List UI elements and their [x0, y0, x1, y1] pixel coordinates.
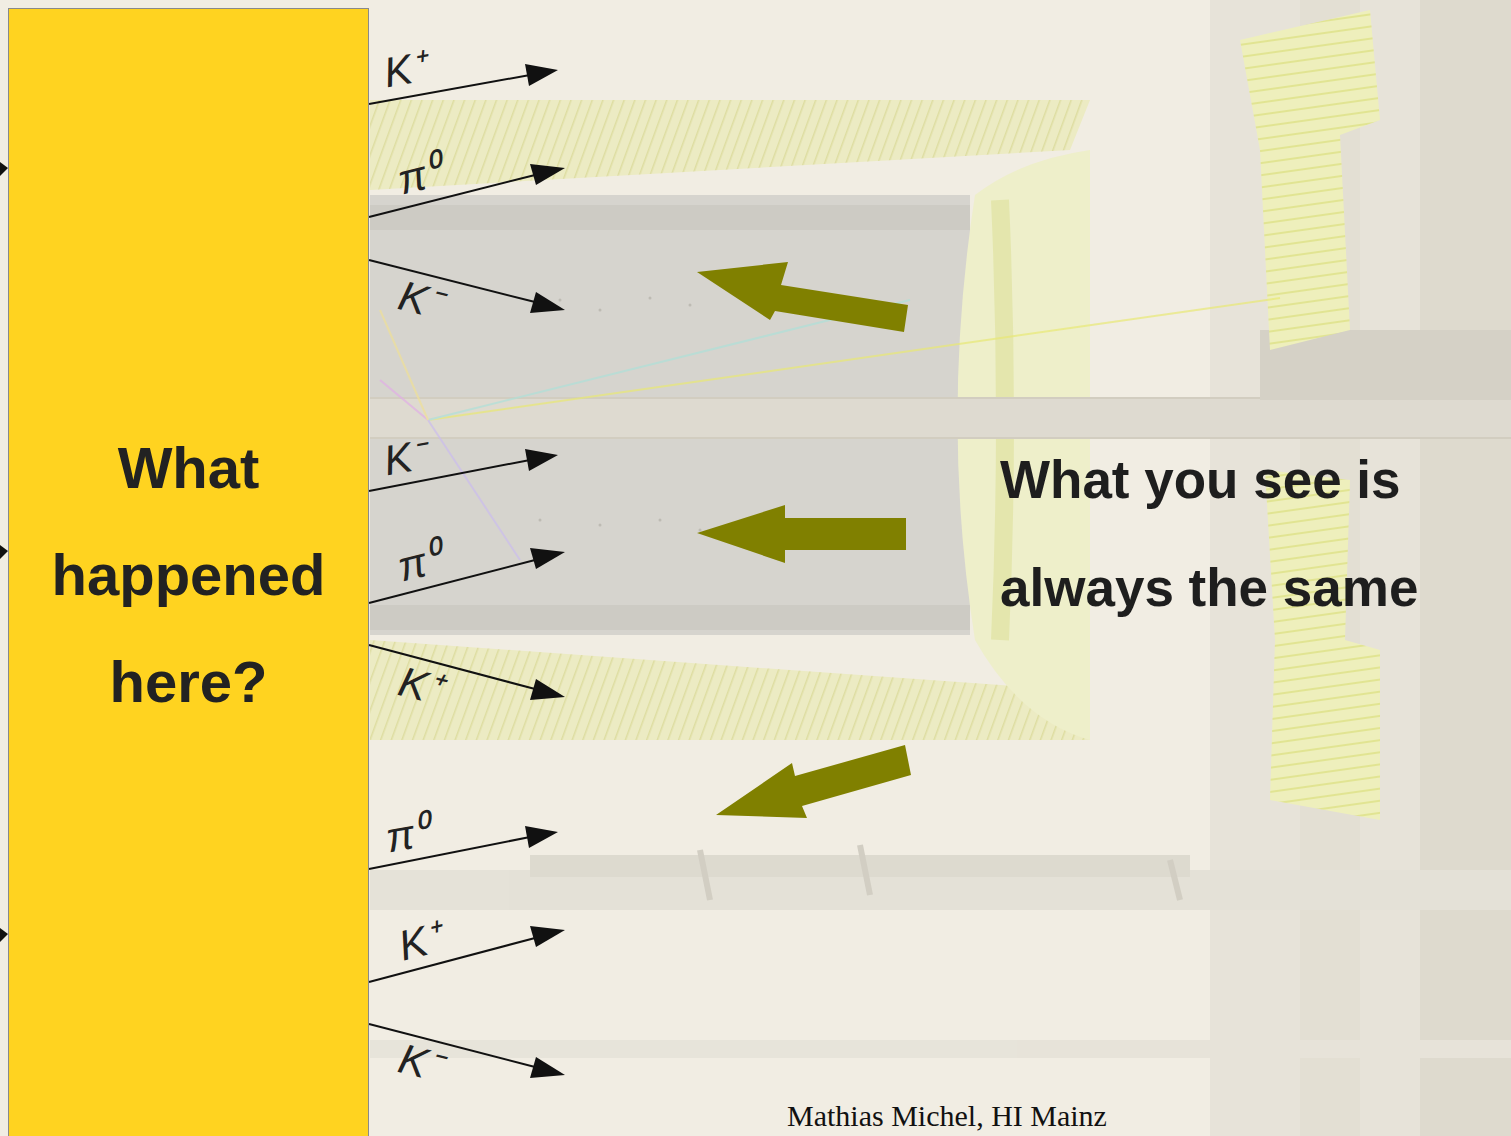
particle-label: π⁰	[383, 811, 433, 860]
question-box: What happened here?	[8, 8, 369, 1136]
particle-label: K⁻	[395, 275, 446, 326]
particle-label: π⁰	[394, 537, 446, 588]
particle-label: K⁺	[395, 661, 446, 712]
statement-text: What you see is always the same	[1000, 426, 1505, 642]
author-credit: Mathias Michel, HI Mainz	[787, 1098, 1107, 1134]
particle-label: K⁺	[381, 46, 430, 95]
particle-label: K⁻	[395, 1038, 446, 1089]
box-text: What happened here?	[23, 414, 354, 735]
particle-label: K⁻	[381, 434, 430, 483]
particle-label: K⁺	[395, 917, 446, 968]
particle-label: π⁰	[394, 150, 446, 201]
pointer-arrows	[697, 262, 911, 818]
particle-arrows	[369, 75, 535, 1067]
